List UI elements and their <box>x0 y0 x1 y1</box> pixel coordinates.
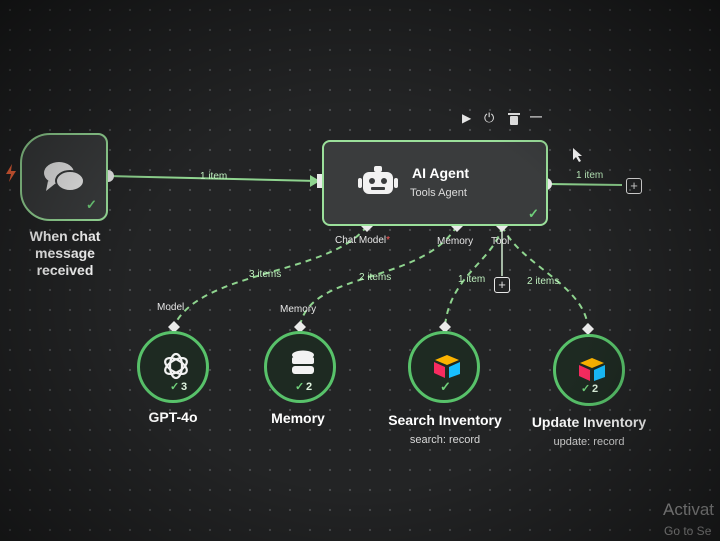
port-label-tool: Tool <box>491 236 510 247</box>
gpt-label: GPT-4o <box>148 409 198 425</box>
robot-icon <box>358 166 398 194</box>
ai-agent-node[interactable]: AI Agent Tools Agent ✓ <box>322 140 548 226</box>
port-label-memory: Memory <box>437 236 474 247</box>
wire-label-update: 2 items <box>527 276 560 287</box>
run-count: 2 <box>592 383 599 395</box>
memory-label: Memory <box>271 410 325 426</box>
agent-title: AI Agent <box>412 165 470 181</box>
update-subtitle: update: record <box>553 436 625 448</box>
run-count: 2 <box>306 381 313 393</box>
airtable-icon <box>579 358 605 381</box>
gpt-4o-node[interactable]: ✓ 3 <box>137 331 209 403</box>
success-check-icon: ✓ <box>295 381 305 393</box>
search-subtitle: search: record <box>409 434 481 446</box>
mouse-cursor-icon <box>573 148 582 162</box>
lightning-icon <box>6 164 16 182</box>
trash-icon[interactable] <box>508 112 520 125</box>
openai-icon <box>164 352 188 380</box>
activation-watermark-title: Activat <box>663 500 715 519</box>
success-check-icon: ✓ <box>581 383 591 395</box>
more-icon[interactable]: — <box>530 109 542 123</box>
success-check-icon: ✓ <box>86 197 97 212</box>
wire-label-trigger: 1 item <box>200 171 228 182</box>
port-label-chat-model: Chat Model* <box>335 235 391 246</box>
trigger-label-line1: When chat message <box>29 228 101 261</box>
trigger-node[interactable]: ✓ <box>20 133 108 221</box>
play-icon[interactable]: ▶ <box>462 111 472 125</box>
airtable-icon <box>434 355 460 378</box>
success-check-icon: ✓ <box>440 379 451 394</box>
search-inventory-node[interactable]: ✓ <box>408 331 480 403</box>
trigger-label: When chat message received <box>0 228 130 279</box>
add-tool-button[interactable]: + <box>494 277 510 293</box>
update-inventory-node[interactable]: ✓ 2 <box>553 334 625 406</box>
database-icon <box>292 350 314 374</box>
memory-node[interactable]: ✓ 2 <box>264 331 336 403</box>
wire-agent-output[interactable] <box>547 183 623 186</box>
activation-watermark-sub: Go to Se <box>664 524 712 538</box>
success-check-icon: ✓ <box>170 381 180 393</box>
update-label: Update Inventory <box>531 414 647 430</box>
power-icon[interactable]: ⏻ <box>484 110 495 125</box>
wire-label-memory: 2 items <box>359 272 392 283</box>
run-count: 3 <box>181 381 188 393</box>
memory-port-label: Memory <box>280 304 317 315</box>
search-label: Search Inventory <box>388 412 502 428</box>
trigger-label-line2: received <box>36 262 94 278</box>
wire-label-model: 3 items <box>249 269 282 280</box>
agent-subtitle: Tools Agent <box>410 187 467 199</box>
chat-bubbles-icon <box>44 162 85 192</box>
wire-label-search: 1 item <box>458 274 486 285</box>
gpt-port-label: Model <box>157 302 185 313</box>
success-check-icon: ✓ <box>528 206 539 221</box>
add-node-button[interactable]: + <box>626 178 642 194</box>
wire-label-output: 1 item <box>576 170 604 181</box>
